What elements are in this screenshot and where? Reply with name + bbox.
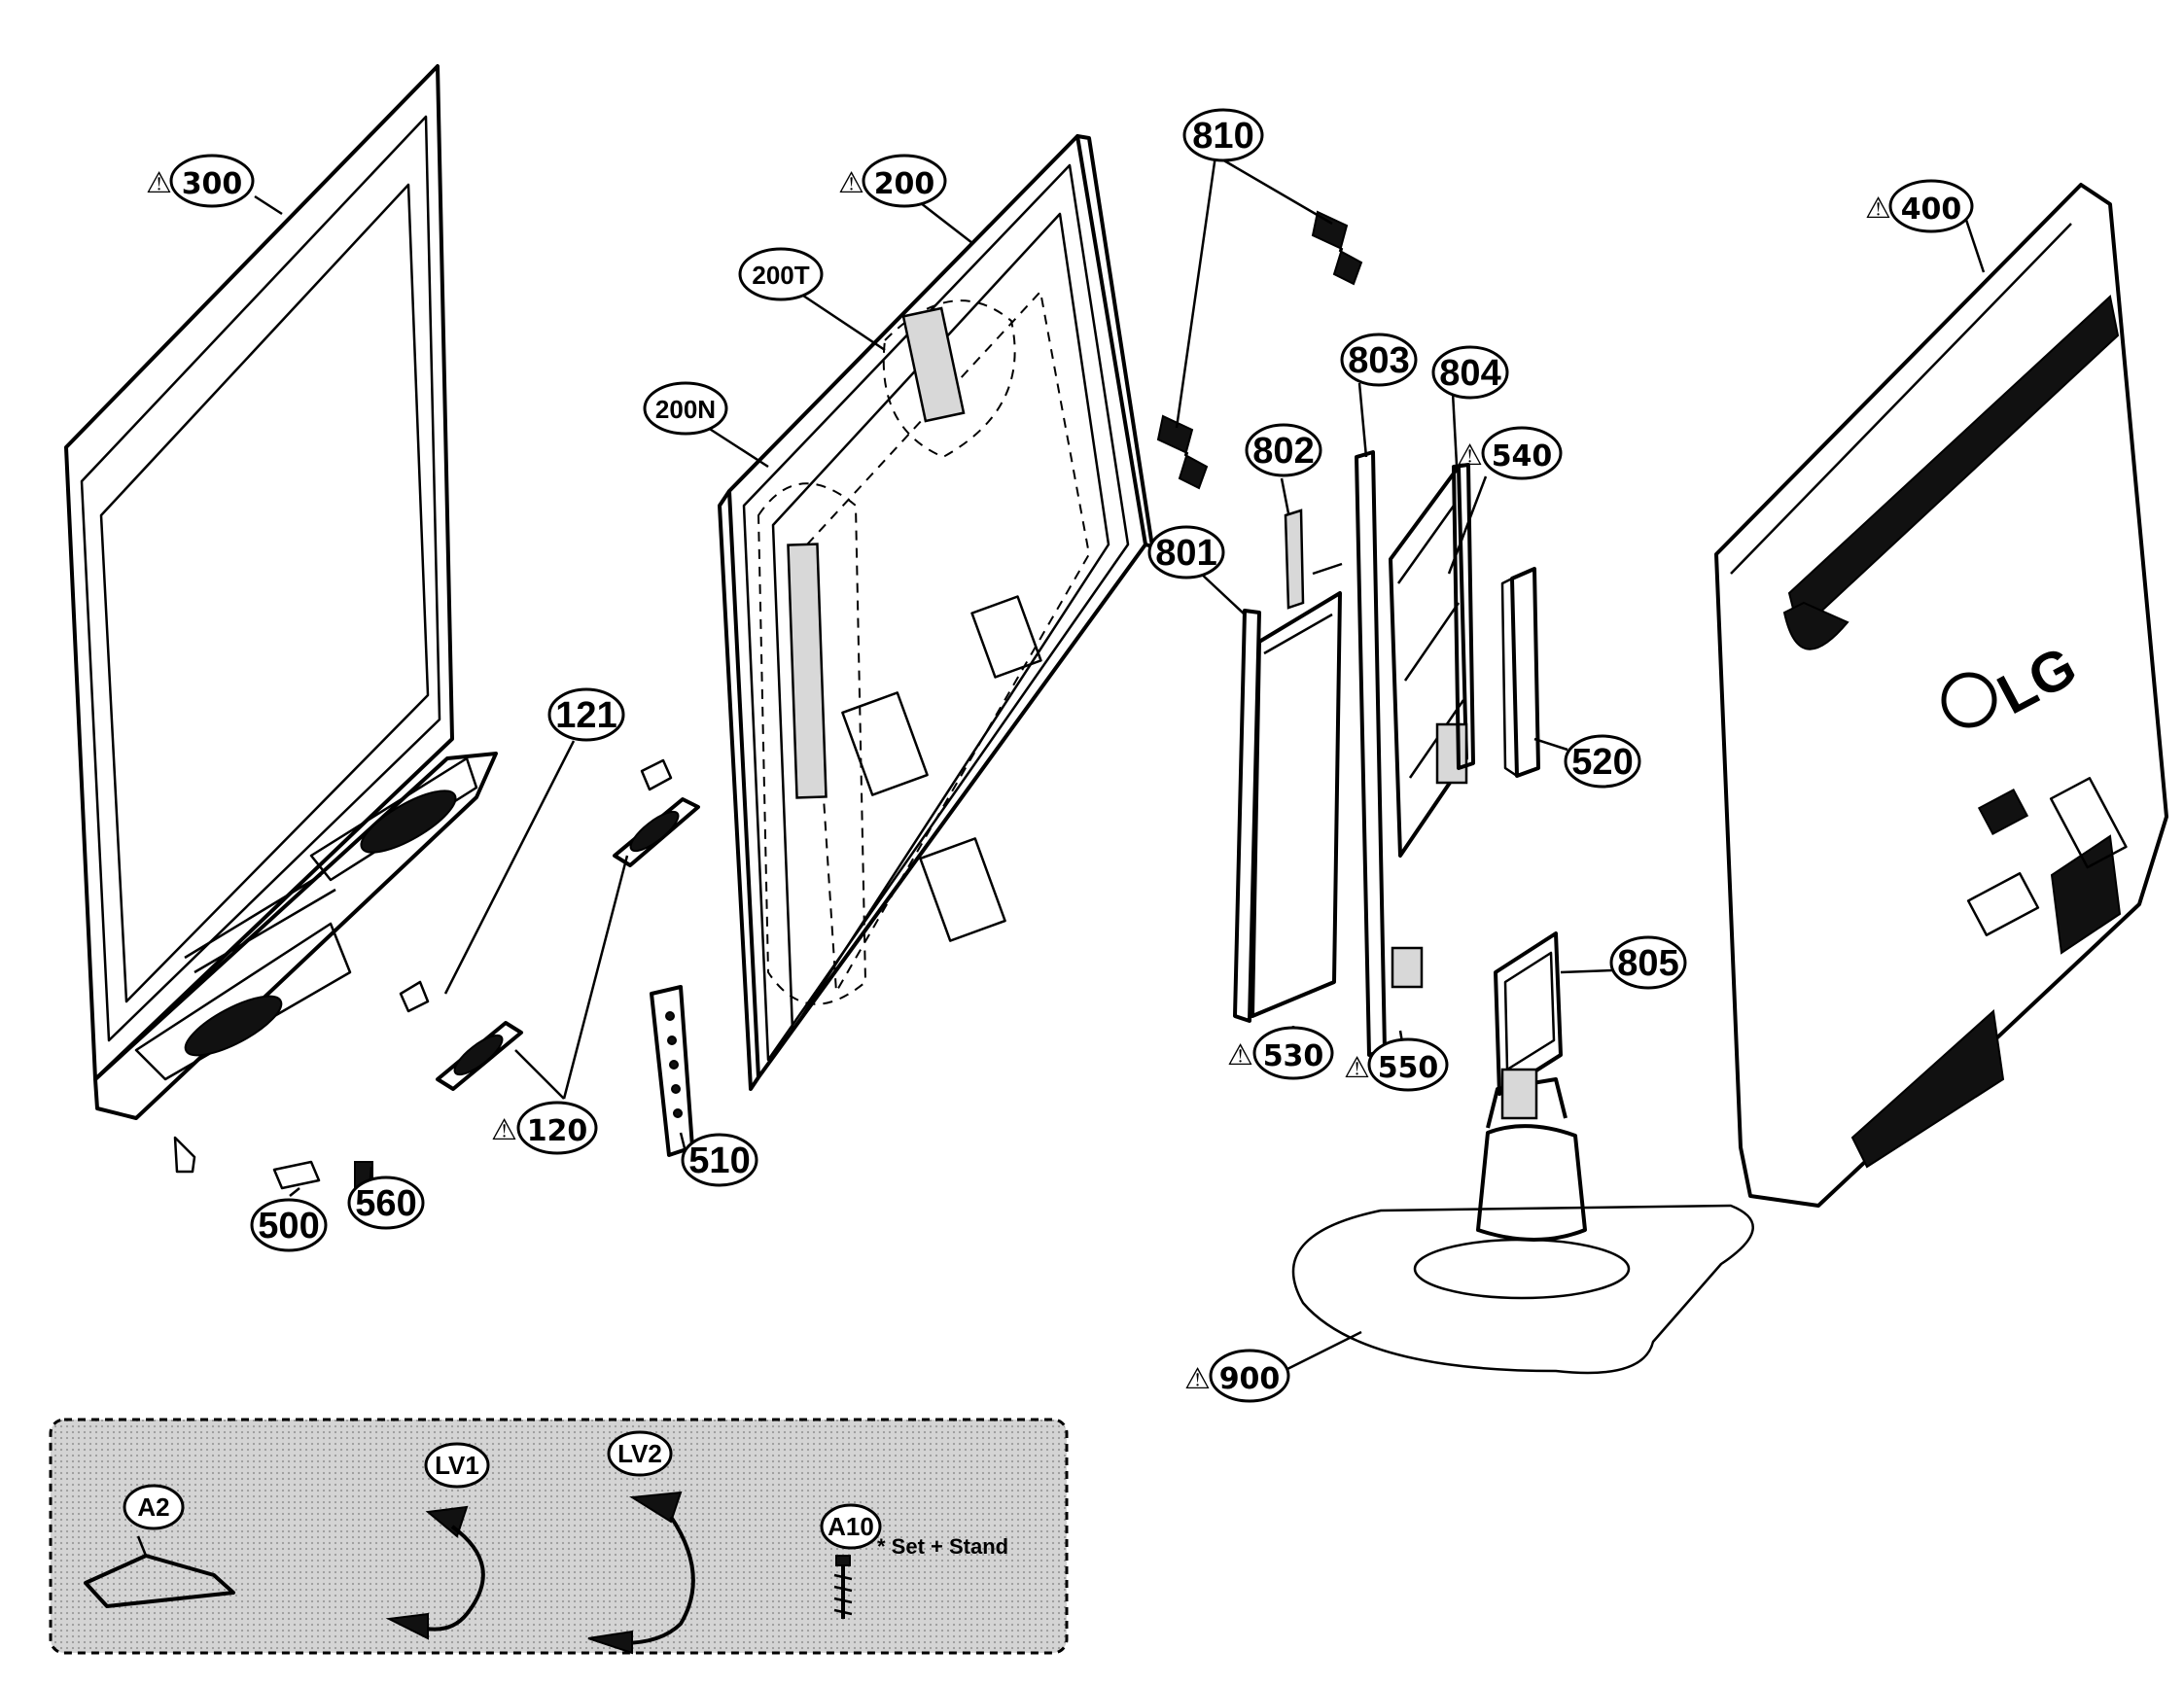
logo-text: LG — [1988, 634, 2087, 726]
callout-label: 120 — [527, 1114, 588, 1148]
callout-label: 530 — [1263, 1039, 1324, 1073]
cable-lv1-part — [385, 1505, 485, 1640]
key-controller-part — [650, 985, 694, 1157]
main-board-assembly-part — [1355, 450, 1475, 1057]
warning-icon: ⚠ — [491, 1113, 517, 1147]
callout-label: 803 — [1348, 340, 1409, 381]
callout-300: ⚠ 300 — [146, 154, 255, 208]
power-board-assembly-part — [1233, 509, 1343, 1023]
callout-900: ⚠ 900 — [1184, 1349, 1290, 1403]
callout-802: 802 — [1245, 423, 1322, 477]
panel-module-part — [718, 134, 1154, 1091]
callout-400: ⚠ 400 — [1865, 179, 1974, 233]
callout-a10: A10 — [820, 1503, 882, 1550]
callout-label: 900 — [1219, 1362, 1281, 1396]
accessory-box: A2 LV1 LV2 A10 — [49, 1418, 1069, 1655]
callout-804: 804 — [1431, 345, 1509, 400]
callout-a2: A2 — [123, 1484, 185, 1530]
callout-801: 801 — [1147, 525, 1225, 579]
lg-logo: LG — [1941, 634, 2087, 728]
callout-label: 520 — [1571, 742, 1633, 783]
callout-lv1: LV1 — [424, 1442, 490, 1489]
callout-label: 121 — [555, 695, 616, 736]
remote-part — [84, 1535, 235, 1608]
callout-label: 400 — [1901, 193, 1962, 227]
callout-lv2: LV2 — [607, 1430, 673, 1477]
callout-560: 560 — [347, 1176, 425, 1230]
cable-lv2-part — [587, 1491, 695, 1655]
callout-label: 510 — [688, 1141, 750, 1181]
callout-550: ⚠ 550 — [1344, 1037, 1449, 1092]
callout-540: ⚠ 540 — [1457, 426, 1563, 480]
callout-200N: 200N — [643, 381, 728, 436]
callout-803: 803 — [1340, 333, 1418, 387]
callout-label: 550 — [1378, 1051, 1439, 1085]
clip-parts — [1156, 210, 1363, 490]
screw-part — [833, 1555, 853, 1619]
screw-note: * Set + Stand — [877, 1534, 1008, 1559]
callout-label: A2 — [137, 1492, 169, 1522]
callout-label: 804 — [1439, 353, 1500, 394]
callout-label: LV1 — [435, 1451, 479, 1480]
callout-200: ⚠ 200 — [838, 154, 947, 208]
bracket-part — [1500, 567, 1540, 778]
stand-base-part — [1291, 1068, 1754, 1375]
callout-805: 805 — [1609, 935, 1687, 990]
callout-520: 520 — [1564, 734, 1641, 789]
warning-icon: ⚠ — [838, 166, 864, 200]
callout-label: 805 — [1617, 943, 1678, 984]
back-cover-part — [1714, 183, 2168, 1208]
callout-810: 810 — [1182, 108, 1264, 162]
callout-120: ⚠ 120 — [491, 1101, 598, 1155]
callout-200T: 200T — [738, 247, 824, 301]
callout-530: ⚠ 530 — [1227, 1026, 1334, 1080]
front-bezel-part — [64, 64, 498, 1174]
warning-icon: ⚠ — [1457, 439, 1483, 473]
callout-121: 121 — [547, 687, 625, 742]
warning-icon: ⚠ — [1227, 1038, 1253, 1072]
callout-label: 500 — [258, 1206, 319, 1246]
callout-label: 810 — [1192, 116, 1253, 157]
callout-label: 540 — [1492, 439, 1553, 474]
warning-icon: ⚠ — [146, 166, 172, 200]
stand-bracket-part — [1494, 931, 1563, 1096]
warning-icon: ⚠ — [1865, 192, 1891, 226]
callout-label: 200T — [752, 261, 809, 290]
speaker-parts — [399, 758, 700, 1091]
callout-label: A10 — [828, 1512, 874, 1541]
warning-icon: ⚠ — [1344, 1051, 1370, 1085]
callout-label: 200N — [655, 395, 716, 424]
callout-label: 200 — [874, 167, 935, 201]
callout-500: 500 — [250, 1198, 328, 1252]
warning-icon: ⚠ — [1184, 1362, 1211, 1396]
callout-label: LV2 — [617, 1439, 662, 1468]
callout-label: 300 — [182, 167, 243, 201]
callout-label: 802 — [1252, 431, 1314, 472]
callout-label: 801 — [1155, 533, 1216, 574]
callout-label: 560 — [355, 1183, 416, 1224]
callout-510: 510 — [681, 1133, 758, 1187]
